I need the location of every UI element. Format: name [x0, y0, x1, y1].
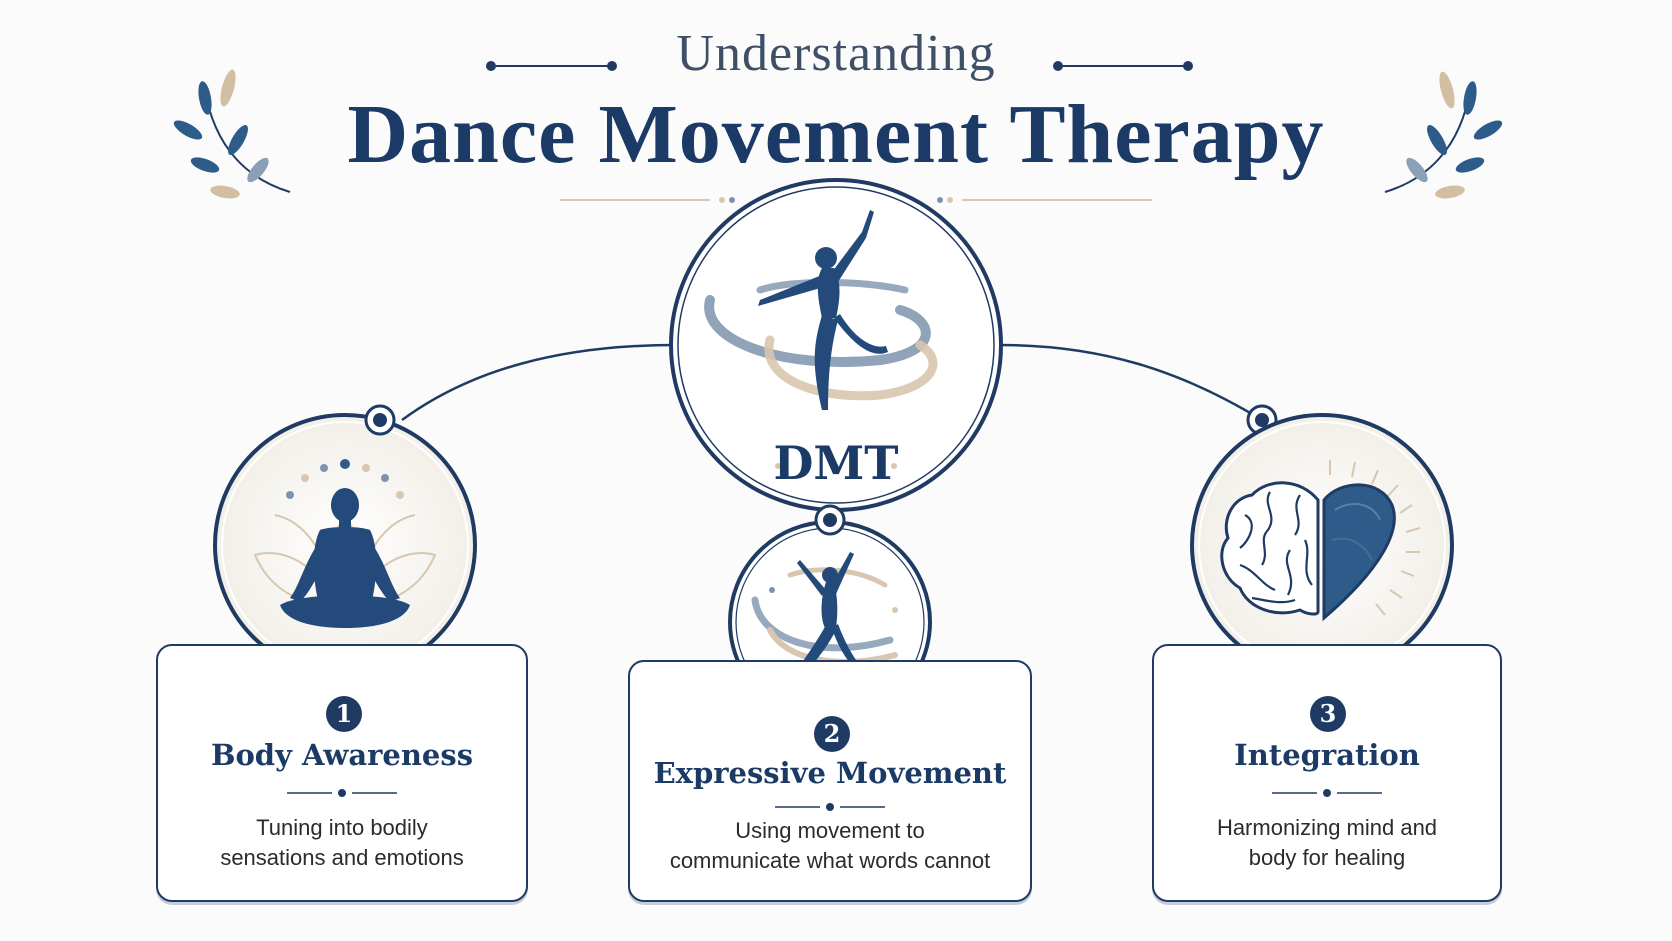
card-divider [1272, 789, 1382, 797]
center-label: DMT [773, 436, 899, 490]
ballet-dancer-icon [669, 178, 1003, 512]
leaf-sprig-right-icon [1384, 71, 1503, 199]
card-description-line-2: body for healing [1248, 845, 1406, 870]
connector-left [401, 343, 677, 422]
step-number-badge: 1 [326, 696, 362, 732]
step-number-badge: 2 [814, 716, 850, 752]
card-description-line-2: sensations and emotions [220, 845, 464, 870]
header-ornament-left [486, 61, 617, 71]
card-expressive-movement: 2 Expressive Movement Using movement to … [628, 660, 1032, 902]
connector-right [999, 343, 1263, 422]
card-divider [287, 789, 397, 797]
card-integration: 3 Integration Harmonizing mind and body … [1152, 644, 1502, 902]
card-description-line-1: Tuning into bodily [256, 815, 428, 840]
card-description-line-2: communicate what words cannot [669, 848, 991, 873]
card-body-awareness: 1 Body Awareness Tuning into bodily sens… [156, 644, 528, 902]
meditation-lotus-icon [213, 413, 477, 677]
header-ornament-right [1053, 61, 1193, 71]
card-title: Body Awareness [210, 738, 474, 772]
page-subtitle: Understanding [676, 25, 996, 82]
brain-heart-icon [1190, 413, 1454, 677]
card-divider [775, 803, 885, 811]
step-number-badge: 3 [1310, 696, 1346, 732]
card-title: Expressive Movement [653, 756, 1007, 790]
card-title: Integration [1234, 738, 1420, 772]
card-description-line-1: Using movement to [735, 818, 925, 843]
page-title: Dance Movement Therapy [347, 88, 1325, 181]
title-underline [560, 197, 1152, 203]
leaf-sprig-left-icon [173, 69, 291, 199]
card-description-line-1: Harmonizing mind and [1216, 815, 1438, 840]
